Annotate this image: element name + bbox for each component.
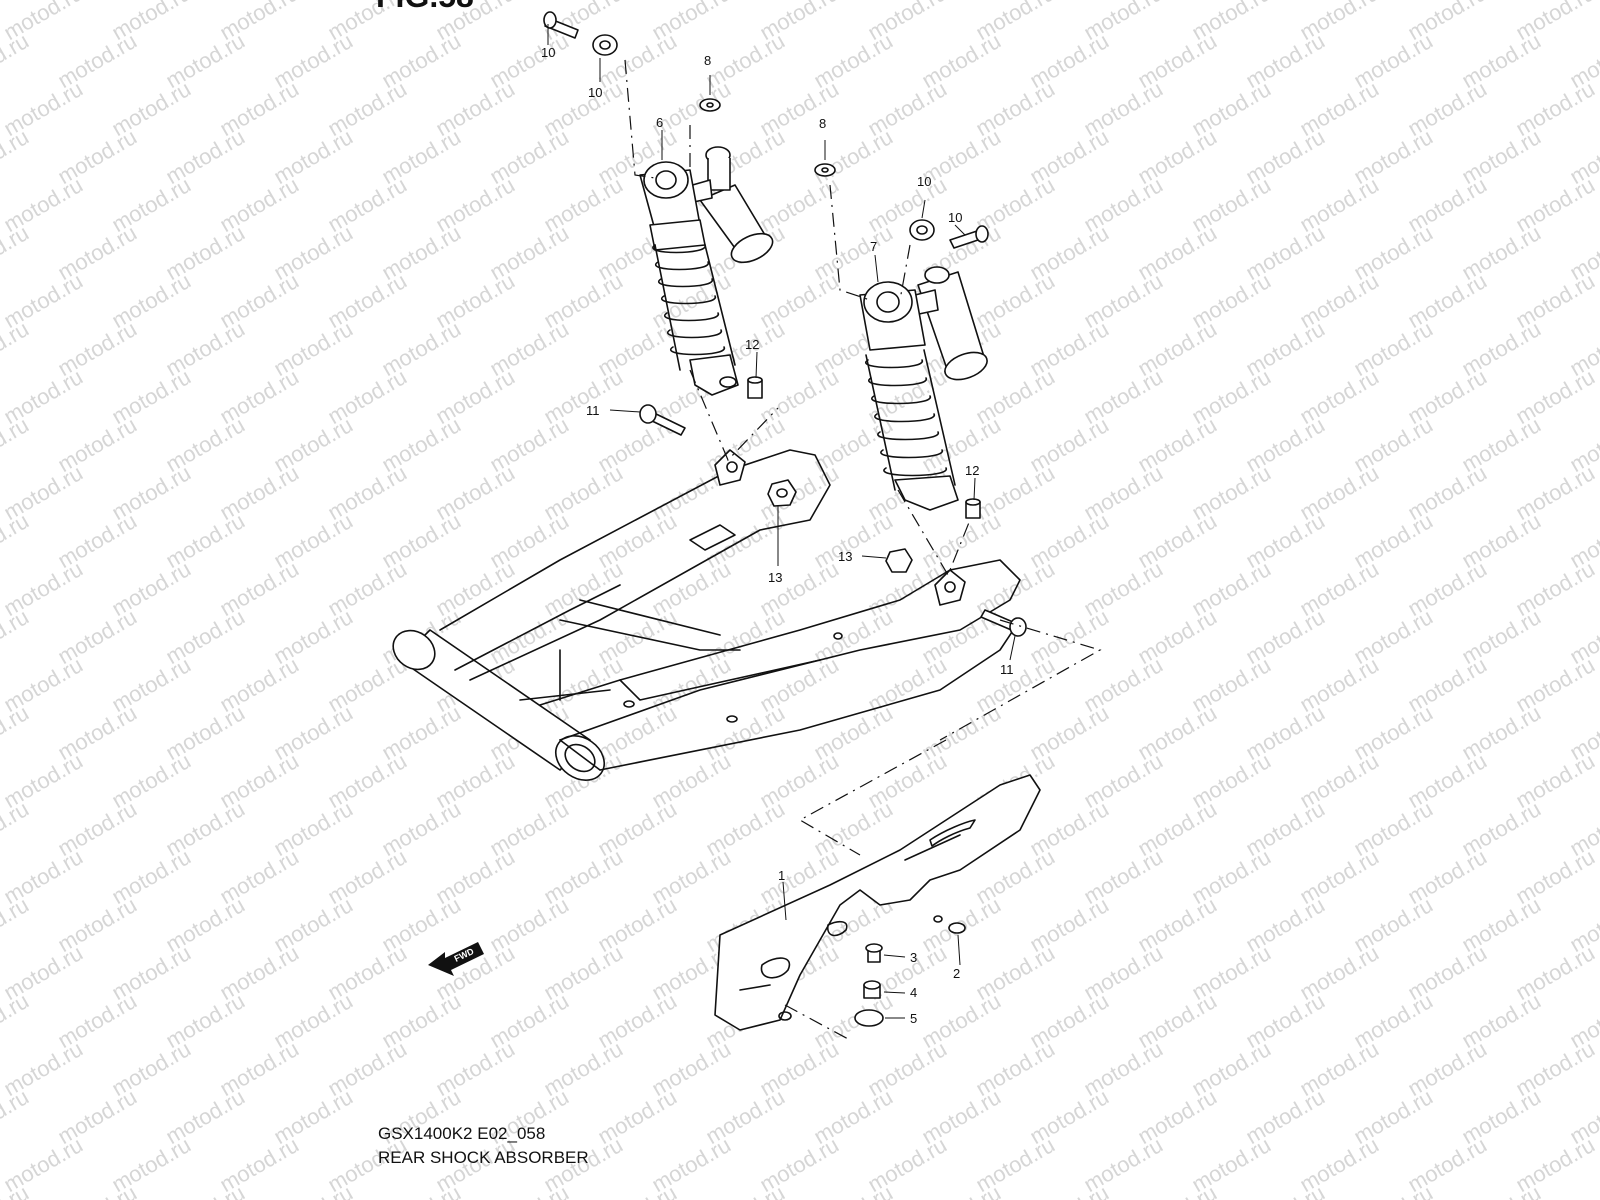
callout-5: 5	[910, 1011, 917, 1026]
chain-case-hardware	[854, 922, 966, 1027]
callout-10b: 10	[917, 174, 931, 189]
swingarm	[392, 449, 1021, 781]
callout-labels: 10 10 8 6 8 10 10 7 12 11 12 13 13 11 1 …	[541, 45, 1014, 1026]
callout-4: 4	[910, 985, 917, 1000]
callout-12a: 12	[745, 337, 759, 352]
callout-10a: 10	[588, 85, 602, 100]
callout-7: 7	[870, 239, 877, 254]
figure-title: FIG.58	[376, 0, 474, 15]
callout-1: 1	[778, 868, 785, 883]
callout-11a: 11	[586, 403, 600, 418]
chain-case	[714, 774, 1041, 1031]
leader-lines	[547, 24, 1016, 1019]
callout-11b: 11	[1000, 662, 1014, 677]
diagram-title: REAR SHOCK ABSORBER	[378, 1148, 589, 1167]
fwd-arrow-icon: FWD	[428, 942, 484, 976]
hardware-parts	[543, 11, 1027, 637]
model-code: GSX1400K2 E02_058	[378, 1124, 546, 1143]
callout-13b: 13	[838, 549, 852, 564]
callout-2: 2	[953, 966, 960, 981]
shock-absorber-left	[639, 146, 774, 396]
callout-8a: 8	[704, 53, 711, 68]
callout-9b: 10	[948, 210, 962, 225]
callout-12b: 12	[965, 463, 979, 478]
callout-3: 3	[910, 950, 917, 965]
callout-9a: 10	[541, 45, 555, 60]
callout-6: 6	[656, 115, 663, 130]
shock-absorber-right	[859, 266, 988, 511]
callout-13a: 13	[768, 570, 782, 585]
callout-8b: 8	[819, 116, 826, 131]
assembly-lines	[624, 59, 1102, 1041]
